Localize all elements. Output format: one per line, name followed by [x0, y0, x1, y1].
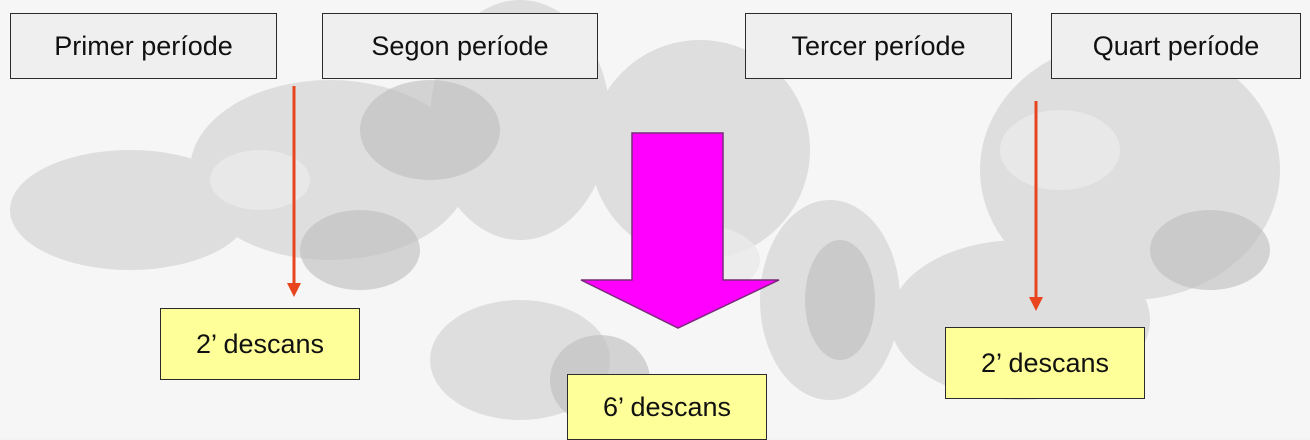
- break-label: 2’ descans: [981, 348, 1109, 379]
- break-box-third: 2’ descans: [945, 327, 1145, 399]
- break-box-first: 2’ descans: [160, 308, 360, 380]
- break-label: 6’ descans: [603, 392, 731, 423]
- arrow-halftime: [581, 133, 779, 328]
- break-box-halftime: 6’ descans: [567, 374, 767, 440]
- break-label: 2’ descans: [196, 329, 324, 360]
- arrow-first-break: [287, 86, 301, 297]
- arrow-third-break: [1029, 101, 1043, 311]
